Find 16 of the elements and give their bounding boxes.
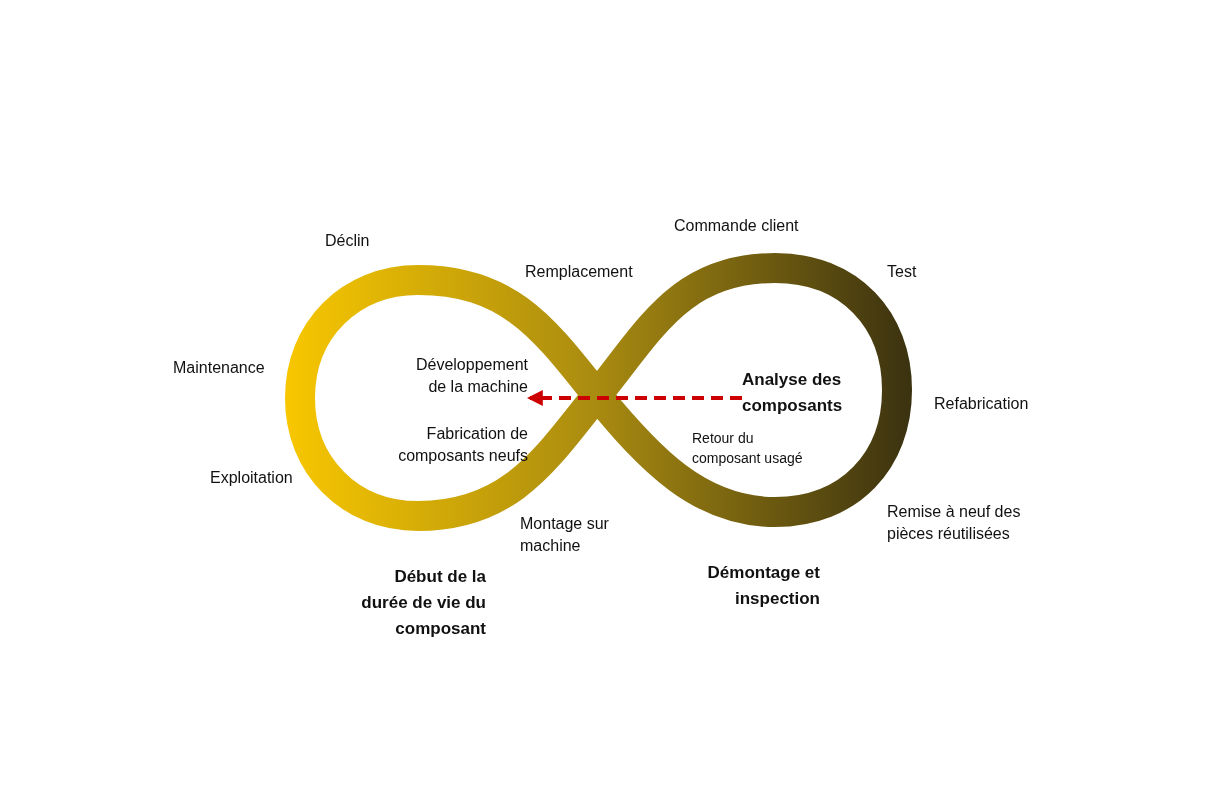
stage-label: Exploitation xyxy=(210,468,293,488)
stage-label: Montage sur machine xyxy=(520,514,610,556)
stage-label: Développement de la machine xyxy=(400,354,528,398)
phase-label: Analyse des composants xyxy=(742,367,842,419)
stage-label: Commande client xyxy=(674,216,799,236)
stage-label: Déclin xyxy=(325,231,370,251)
phase-label: Démontage et inspection xyxy=(706,562,820,610)
stage-label: Refabrication xyxy=(934,394,1029,414)
stage-label: Test xyxy=(887,262,917,282)
stage-label: Remplacement xyxy=(525,262,633,282)
arrow xyxy=(526,390,742,406)
stage-label: Fabrication de composants neufs xyxy=(397,424,528,466)
stage-label: Maintenance xyxy=(173,358,265,378)
phase-label: Début de la durée de vie du composant xyxy=(360,566,486,640)
stage-label: Remise à neuf des pièces réutilisées xyxy=(887,502,1022,544)
stage-label: Retour du composant usagé xyxy=(692,429,804,468)
